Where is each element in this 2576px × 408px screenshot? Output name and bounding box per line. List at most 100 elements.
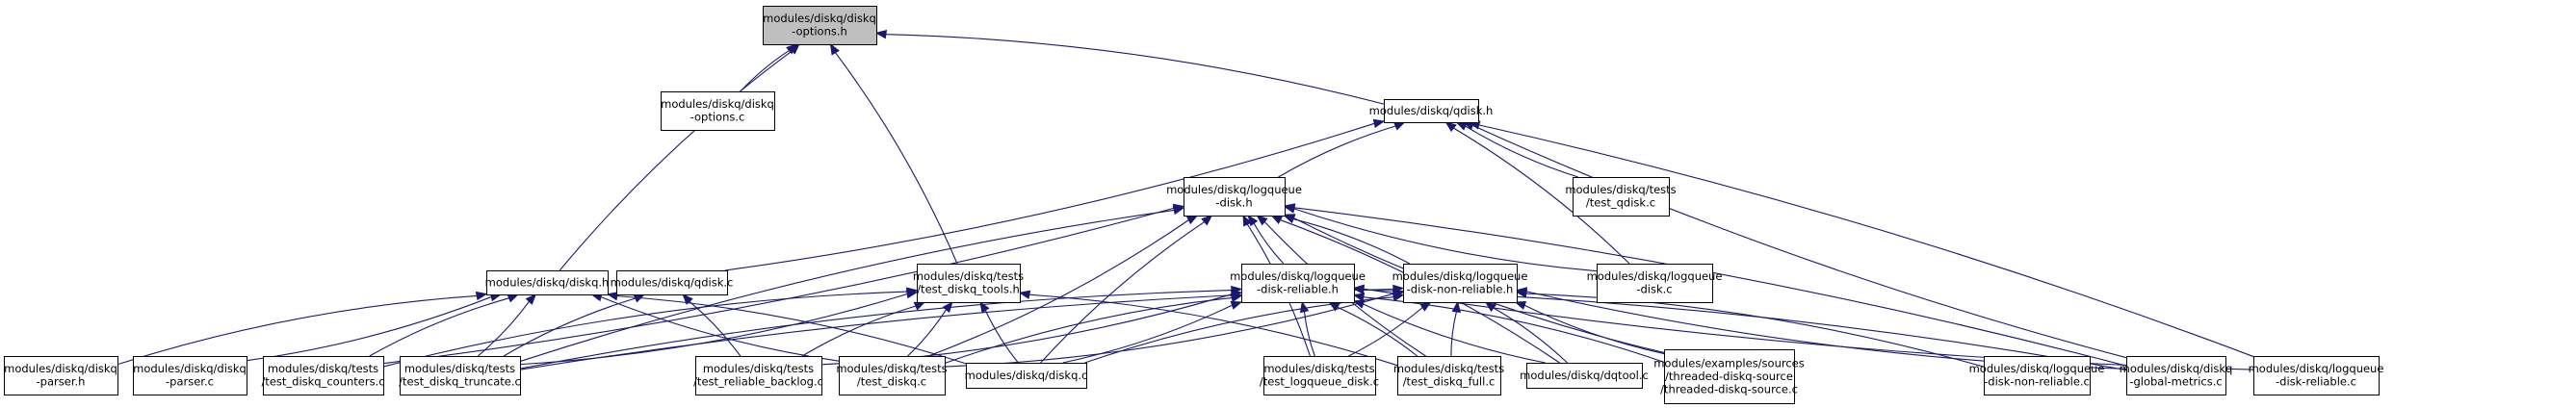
edge-line bbox=[1478, 124, 2254, 358]
edge-line bbox=[382, 207, 1175, 365]
node-backlog-c[interactable]: modules/diskq/tests/test_reliable_backlo… bbox=[693, 356, 823, 395]
node-test-diskq-c[interactable]: modules/diskq/tests/test_diskq.c bbox=[836, 356, 948, 395]
arrowhead-icon bbox=[874, 30, 888, 39]
arrowhead-icon bbox=[682, 293, 693, 305]
edge-line bbox=[1303, 311, 1315, 357]
node-qdisk-h[interactable]: modules/diskq/qdisk.h bbox=[1369, 99, 1494, 123]
node-metrics-c[interactable]: modules/diskq/diskq-global-metrics.c bbox=[2120, 356, 2233, 395]
edge-line bbox=[616, 295, 967, 365]
node-label: modules/diskq/diskq bbox=[763, 12, 876, 25]
node-box bbox=[263, 356, 384, 395]
edge-line bbox=[519, 290, 1233, 370]
arrowhead-icon bbox=[606, 292, 619, 301]
arrowhead-icon bbox=[1247, 214, 1259, 227]
node-label: /threaded-diskq-source.c bbox=[1660, 382, 1798, 395]
node-label: /threaded-diskq-source bbox=[1665, 370, 1793, 383]
node-box bbox=[966, 363, 1087, 389]
node-label: /test_diskq.c bbox=[857, 375, 926, 389]
node-lqd-c[interactable]: modules/diskq/logqueue-disk.c bbox=[1587, 264, 1723, 303]
node-test-qdisk-c[interactable]: modules/diskq/tests/test_qdisk.c bbox=[1565, 177, 1677, 217]
edge-qdisk-h-to-options-h bbox=[874, 30, 1385, 105]
node-label: modules/diskq/tests bbox=[404, 362, 515, 375]
node-lqdnr-c[interactable]: modules/diskq/logqueue-disk-non-reliable… bbox=[1969, 356, 2105, 395]
edge-line bbox=[1523, 304, 1665, 355]
edge-line bbox=[689, 300, 742, 357]
arrowhead-icon bbox=[1242, 214, 1252, 227]
edge-line bbox=[1253, 222, 1285, 265]
edge-line bbox=[1471, 124, 2127, 359]
node-box bbox=[661, 91, 775, 131]
node-lqd-h[interactable]: modules/diskq/logqueue-disk.h bbox=[1166, 177, 1302, 217]
node-box bbox=[763, 6, 877, 45]
node-test-lqd-c[interactable]: modules/diskq/tests/test_logqueue_disk.c bbox=[1260, 356, 1379, 395]
arrowhead-icon bbox=[788, 43, 800, 55]
node-box bbox=[1984, 356, 2091, 395]
arrowhead-icon bbox=[1270, 215, 1284, 225]
edge-line bbox=[246, 296, 492, 362]
node-label: modules/diskq/dqtool.c bbox=[1520, 369, 1649, 382]
node-label: modules/diskq/diskq bbox=[133, 362, 247, 375]
edge-lqd-h-to-qdisk-h bbox=[1278, 121, 1406, 178]
edge-line bbox=[1292, 218, 1411, 265]
node-label: modules/diskq/tests bbox=[1565, 183, 1676, 196]
node-options-c[interactable]: modules/diskq/diskq-options.c bbox=[661, 91, 775, 131]
arrowhead-icon bbox=[1185, 215, 1199, 225]
edge-line bbox=[1363, 303, 1546, 364]
edge-lqd-c-to-lqd-h bbox=[1283, 204, 1598, 272]
node-parser-c[interactable]: modules/diskq/diskq-parser.c bbox=[133, 356, 247, 395]
arrowhead-icon bbox=[1419, 301, 1432, 312]
edge-line bbox=[740, 49, 790, 92]
node-label: modules/diskq/tests bbox=[703, 362, 814, 375]
node-label: modules/examples/sources bbox=[1653, 356, 1805, 370]
node-label: modules/diskq/logqueue bbox=[2249, 362, 2384, 375]
arrowhead-icon bbox=[1451, 300, 1462, 313]
node-box bbox=[695, 356, 822, 395]
node-lqdr-c[interactable]: modules/diskq/logqueue-disk-reliable.c bbox=[2249, 356, 2384, 395]
node-qdisk-c[interactable]: modules/diskq/qdisk.c bbox=[611, 270, 734, 295]
node-lqdnr-h[interactable]: modules/diskq/logqueue-disk-non-reliable… bbox=[1392, 264, 1528, 303]
node-box bbox=[400, 356, 521, 395]
edge-truncate-c-to-diskq-h bbox=[477, 293, 537, 357]
edge-line bbox=[1453, 127, 1630, 265]
node-options-h[interactable]: modules/diskq/diskq-options.h bbox=[763, 6, 877, 45]
node-label: /test_diskq_full.c bbox=[1403, 375, 1496, 389]
edge-tools-h-to-options-h bbox=[829, 42, 958, 265]
edge-line bbox=[382, 291, 908, 368]
node-parser-h[interactable]: modules/diskq/diskq-parser.h bbox=[4, 356, 118, 395]
edge-full-c-to-tools-h bbox=[1018, 290, 1398, 367]
node-full-c[interactable]: modules/diskq/tests/test_diskq_full.c bbox=[1393, 356, 1504, 395]
edge-backlog-c-to-tools-h bbox=[801, 301, 926, 357]
edge-line bbox=[559, 50, 793, 271]
edge-line bbox=[1278, 125, 1396, 178]
arrowhead-icon bbox=[1283, 203, 1296, 213]
edge-line bbox=[369, 297, 509, 357]
edge-lqd-c-to-qdisk-h bbox=[1444, 121, 1630, 265]
node-threaded-c[interactable]: modules/examples/sources/threaded-diskq-… bbox=[1653, 349, 1805, 404]
node-truncate-c[interactable]: modules/diskq/tests/test_diskq_truncate.… bbox=[399, 356, 521, 395]
arrowhead-icon bbox=[1372, 118, 1386, 129]
edge-line bbox=[928, 219, 1189, 357]
edge-line bbox=[1348, 307, 1423, 357]
edge-line bbox=[984, 310, 1019, 364]
edge-full-c-to-lqdnr-h bbox=[1450, 300, 1462, 357]
edge-backlog-c-to-lqdr-h bbox=[820, 290, 1243, 366]
node-label: /test_diskq_counters.c bbox=[261, 375, 384, 389]
node-dqtool-c[interactable]: modules/diskq/dqtool.c bbox=[1520, 363, 1649, 389]
node-box bbox=[1384, 99, 1479, 123]
node-label: modules/diskq/diskq.h bbox=[485, 275, 610, 289]
node-label: -options.h bbox=[792, 25, 847, 38]
node-box bbox=[2126, 356, 2226, 395]
edge-parser-c-to-diskq-h bbox=[246, 293, 503, 362]
node-diskq-h[interactable]: modules/diskq/diskq.h bbox=[485, 270, 610, 295]
edge-truncate-c-to-tools-h bbox=[519, 289, 919, 366]
node-counters-c[interactable]: modules/diskq/tests/test_diskq_counters.… bbox=[261, 356, 385, 395]
node-diskq-c[interactable]: modules/diskq/diskq.c bbox=[965, 363, 1088, 389]
node-box bbox=[616, 270, 728, 295]
node-lqdr-h[interactable]: modules/diskq/logqueue-disk-reliable.h bbox=[1230, 264, 1366, 303]
node-label: -disk-non-reliable.c bbox=[1984, 375, 2090, 389]
node-tools-h[interactable]: modules/diskq/tests/test_diskq_tools.h bbox=[913, 264, 1024, 303]
node-box bbox=[1597, 264, 1713, 303]
node-label: -parser.h bbox=[37, 375, 86, 389]
edge-parser-h-to-diskq-h bbox=[117, 291, 488, 366]
arrowhead-icon bbox=[1444, 121, 1457, 133]
